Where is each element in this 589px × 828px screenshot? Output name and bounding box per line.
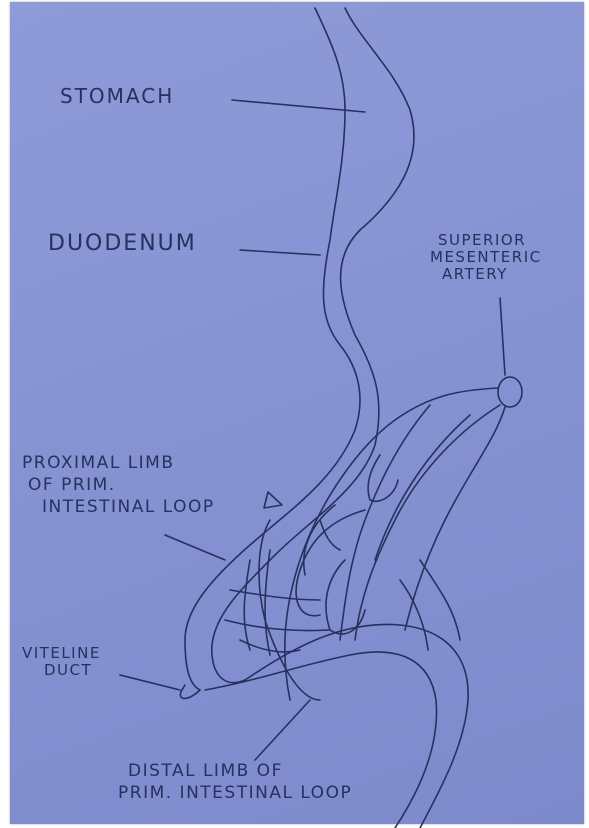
distal-limb-line-2: PRIM. INTESTINAL LOOP (118, 782, 352, 804)
vessel-9 (244, 560, 250, 650)
vitelline-duct-label: VITELINE DUCT (22, 645, 101, 679)
sma-label-line-2: MESENTERIC (430, 249, 542, 266)
sma-label-line-3: ARTERY (430, 266, 542, 283)
gut-left-wall (185, 8, 360, 690)
vessel-10 (265, 550, 270, 655)
proximal-limb-line-1: PROXIMAL LIMB (22, 452, 215, 474)
vessel-12 (225, 620, 330, 631)
vitelline-duct-shape (180, 685, 200, 698)
leader-vitelline (120, 675, 180, 690)
proximal-limb-line-3: INTESTINAL LOOP (22, 496, 215, 518)
leader-duodenum (240, 250, 320, 255)
rotation-arrowhead (264, 492, 282, 508)
vessel-3 (340, 405, 430, 640)
sma-origin (498, 377, 522, 407)
distal-limb-line-1: DISTAL LIMB OF (118, 760, 352, 782)
duodenum-label: DUODENUM (48, 232, 197, 256)
proximal-limb-line-2: OF PRIM. (22, 474, 215, 496)
sma-label-line-1: SUPERIOR (430, 232, 542, 249)
vessel-13 (420, 560, 460, 640)
vessel-14 (400, 580, 428, 650)
stomach-label: STOMACH (60, 84, 174, 108)
sma-label: SUPERIOR MESENTERIC ARTERY (430, 232, 542, 283)
vitelline-duct-line-1: VITELINE (22, 645, 101, 662)
leader-proximal (165, 535, 225, 560)
vessel-7 (320, 520, 340, 550)
leader-distal (255, 700, 310, 760)
vessel-2 (375, 415, 470, 560)
proximal-limb-label: PROXIMAL LIMB OF PRIM. INTESTINAL LOOP (22, 452, 215, 518)
vitelline-duct-line-2: DUCT (22, 662, 101, 679)
vessel-11 (230, 590, 320, 600)
distal-limb-label: DISTAL LIMB OF PRIM. INTESTINAL LOOP (118, 760, 352, 804)
gut-right-wall (212, 8, 414, 683)
leader-sma (500, 298, 505, 375)
